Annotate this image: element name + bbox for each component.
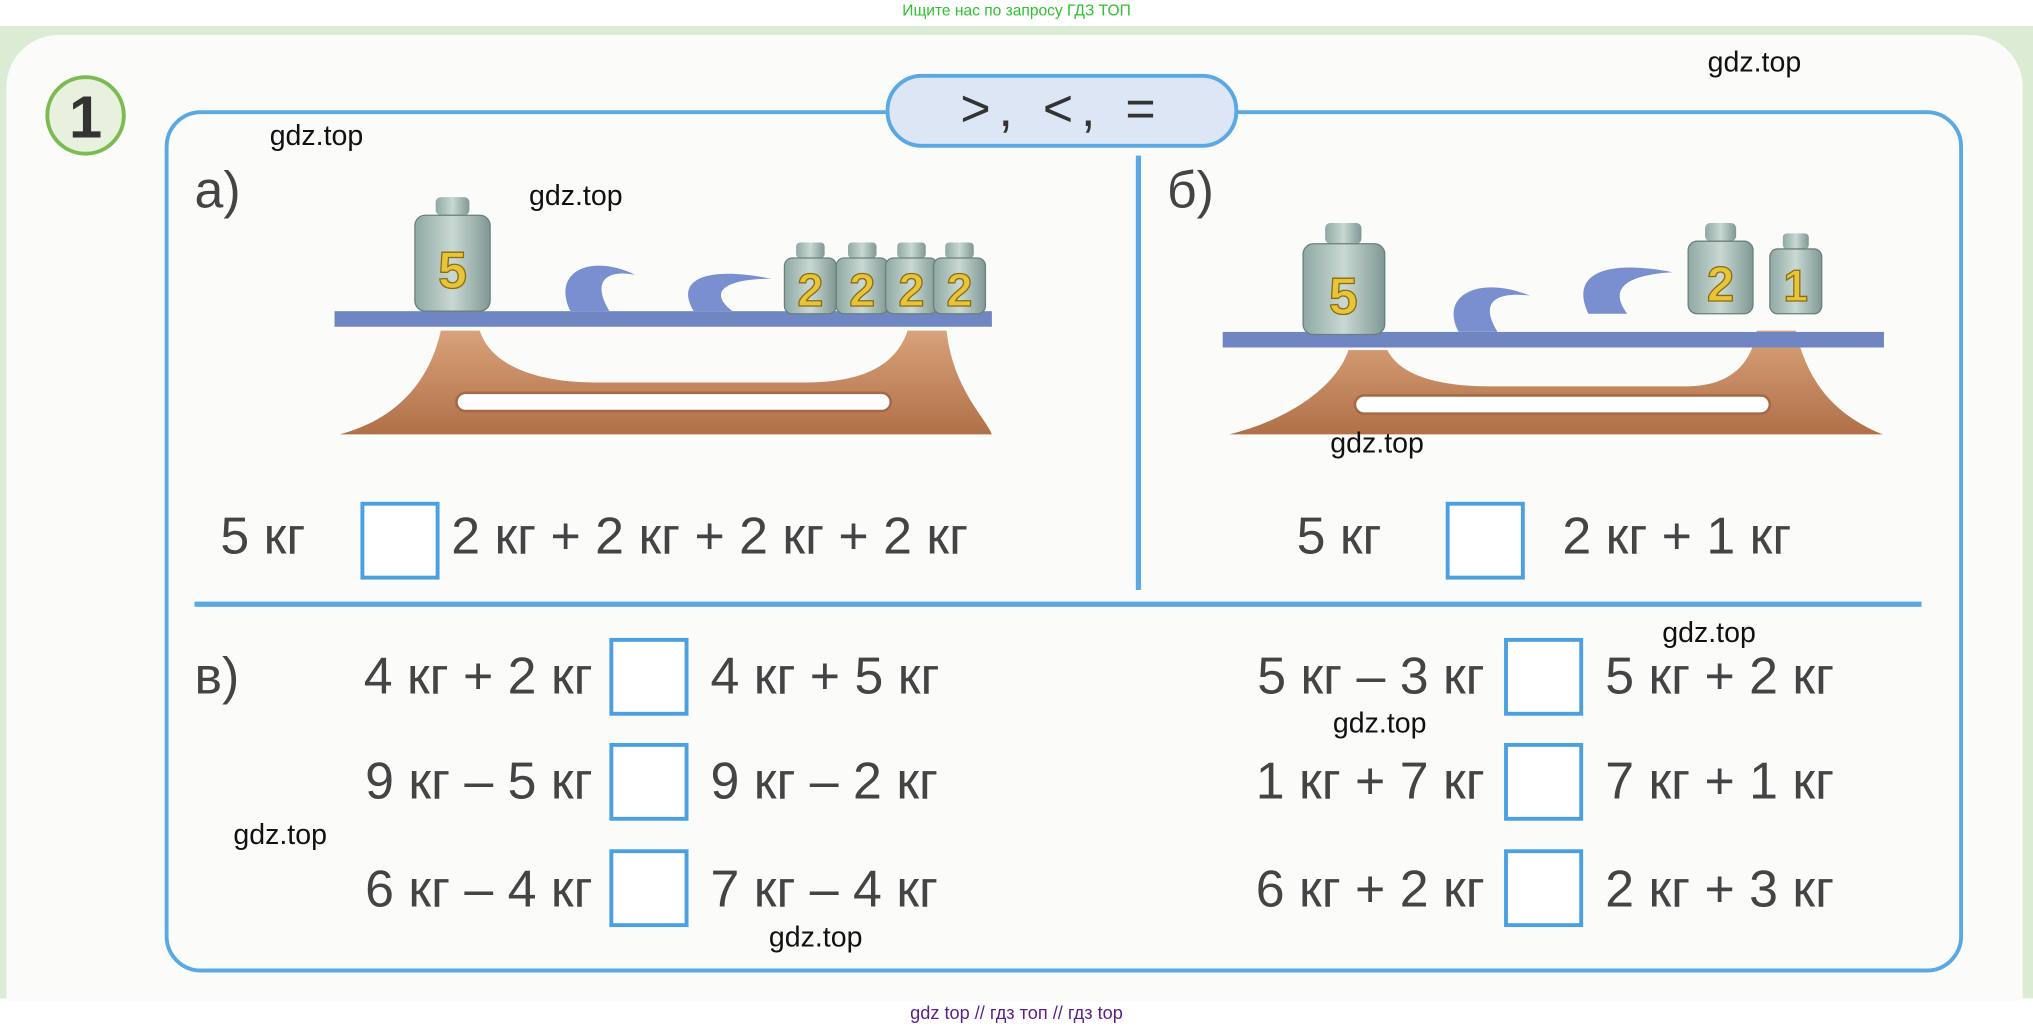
weight-1-b: 1 [1769,233,1823,315]
comparison-left: 6 кг + 2 кг [1255,860,1485,918]
svg-text:5: 5 [438,241,467,299]
svg-text:1: 1 [1784,262,1809,311]
scale-b-pointer-left [1453,287,1530,332]
comparison-answer-box[interactable] [1504,637,1584,716]
weight-5-a: 5 [414,197,491,312]
svg-text:2: 2 [947,264,973,316]
top-caption: Ищите нас по запросу ГДЗ ТОП [902,1,1131,20]
svg-text:2: 2 [849,264,875,316]
svg-text:5: 5 [1329,267,1358,325]
comparison-left: 4 кг + 2 кг [363,648,593,706]
comparison-right: 5 кг + 2 кг [1605,648,1835,706]
part-b-left-expression: 5 кг [1296,508,1382,566]
comparison-left: 1 кг + 7 кг [1255,753,1485,811]
svg-text:2: 2 [1707,257,1734,312]
bottom-caption: gdz top // гдз топ // гдз top [0,1000,2033,1027]
vertical-divider [1135,155,1142,590]
comparison-right: 7 кг – 4 кг [710,860,938,918]
comparison-right: 9 кг – 2 кг [710,753,938,811]
comparison-right: 2 кг + 3 кг [1605,860,1835,918]
scale-a-pointer-right [688,273,772,312]
watermark: gdz.top [269,119,364,152]
watermark: gdz.top [1332,706,1427,740]
comparison-answer-box[interactable] [1504,742,1584,821]
comparison-left: 6 кг – 4 кг [365,860,593,918]
weight-2-a-3: 2 [884,242,939,317]
horizontal-divider [194,601,1922,607]
comparison-answer-box[interactable] [609,849,689,928]
comparison-answer-box[interactable] [609,637,689,716]
weight-2-b: 2 [1687,223,1754,315]
part-c-label: в) [194,648,240,706]
part-a-answer-box[interactable] [360,501,440,580]
scale-b-plate [1222,331,1884,348]
weight-2-a-2: 2 [835,242,889,317]
part-b-label: б) [1166,162,1214,220]
part-a-label: а) [194,162,241,220]
exercise-number: 1 [45,75,126,156]
scale-b-pointer-right [1583,267,1673,314]
scale-a-plate [334,311,992,327]
scale-b: 5 2 1 [1222,223,1884,435]
part-b-right-expression: 2 кг + 1 кг [1562,508,1792,566]
scale-a-pointer-left [565,265,636,312]
svg-text:2: 2 [797,264,823,316]
svg-text:2: 2 [899,264,925,316]
part-b-answer-box[interactable] [1445,501,1525,580]
scale-a-base [339,330,992,435]
comparison-left: 9 кг – 5 кг [365,753,593,811]
comparison-right: 4 кг + 5 кг [710,648,940,706]
scale-b-slot [1353,394,1772,415]
top-bar [0,0,2033,26]
textbook-page [6,35,2023,1001]
weight-2-a-1: 2 [783,242,837,317]
weight-2-a-4: 2 [932,242,987,317]
scale-a-slot [455,391,893,413]
watermark: gdz.top [1707,45,1802,78]
watermark: gdz.top [529,178,623,212]
part-a-right-expression: 2 кг + 2 кг + 2 кг + 2 кг [451,508,968,566]
comparison-answer-box[interactable] [609,742,689,821]
comparison-answer-box[interactable] [1504,849,1584,928]
comparison-right: 7 кг + 1 кг [1605,753,1835,811]
watermark: gdz.top [768,920,863,954]
signs-pill: >, <, = [885,73,1239,148]
part-a-left-expression: 5 кг [220,508,306,566]
weight-5-b: 5 [1302,223,1386,336]
scale-a: 5 2 2 2 2 [334,197,992,435]
watermark: gdz.top [1662,615,1756,649]
watermark: gdz.top [1330,426,1424,459]
comparison-left: 5 кг – 3 кг [1257,648,1485,706]
watermark: gdz.top [233,818,327,851]
